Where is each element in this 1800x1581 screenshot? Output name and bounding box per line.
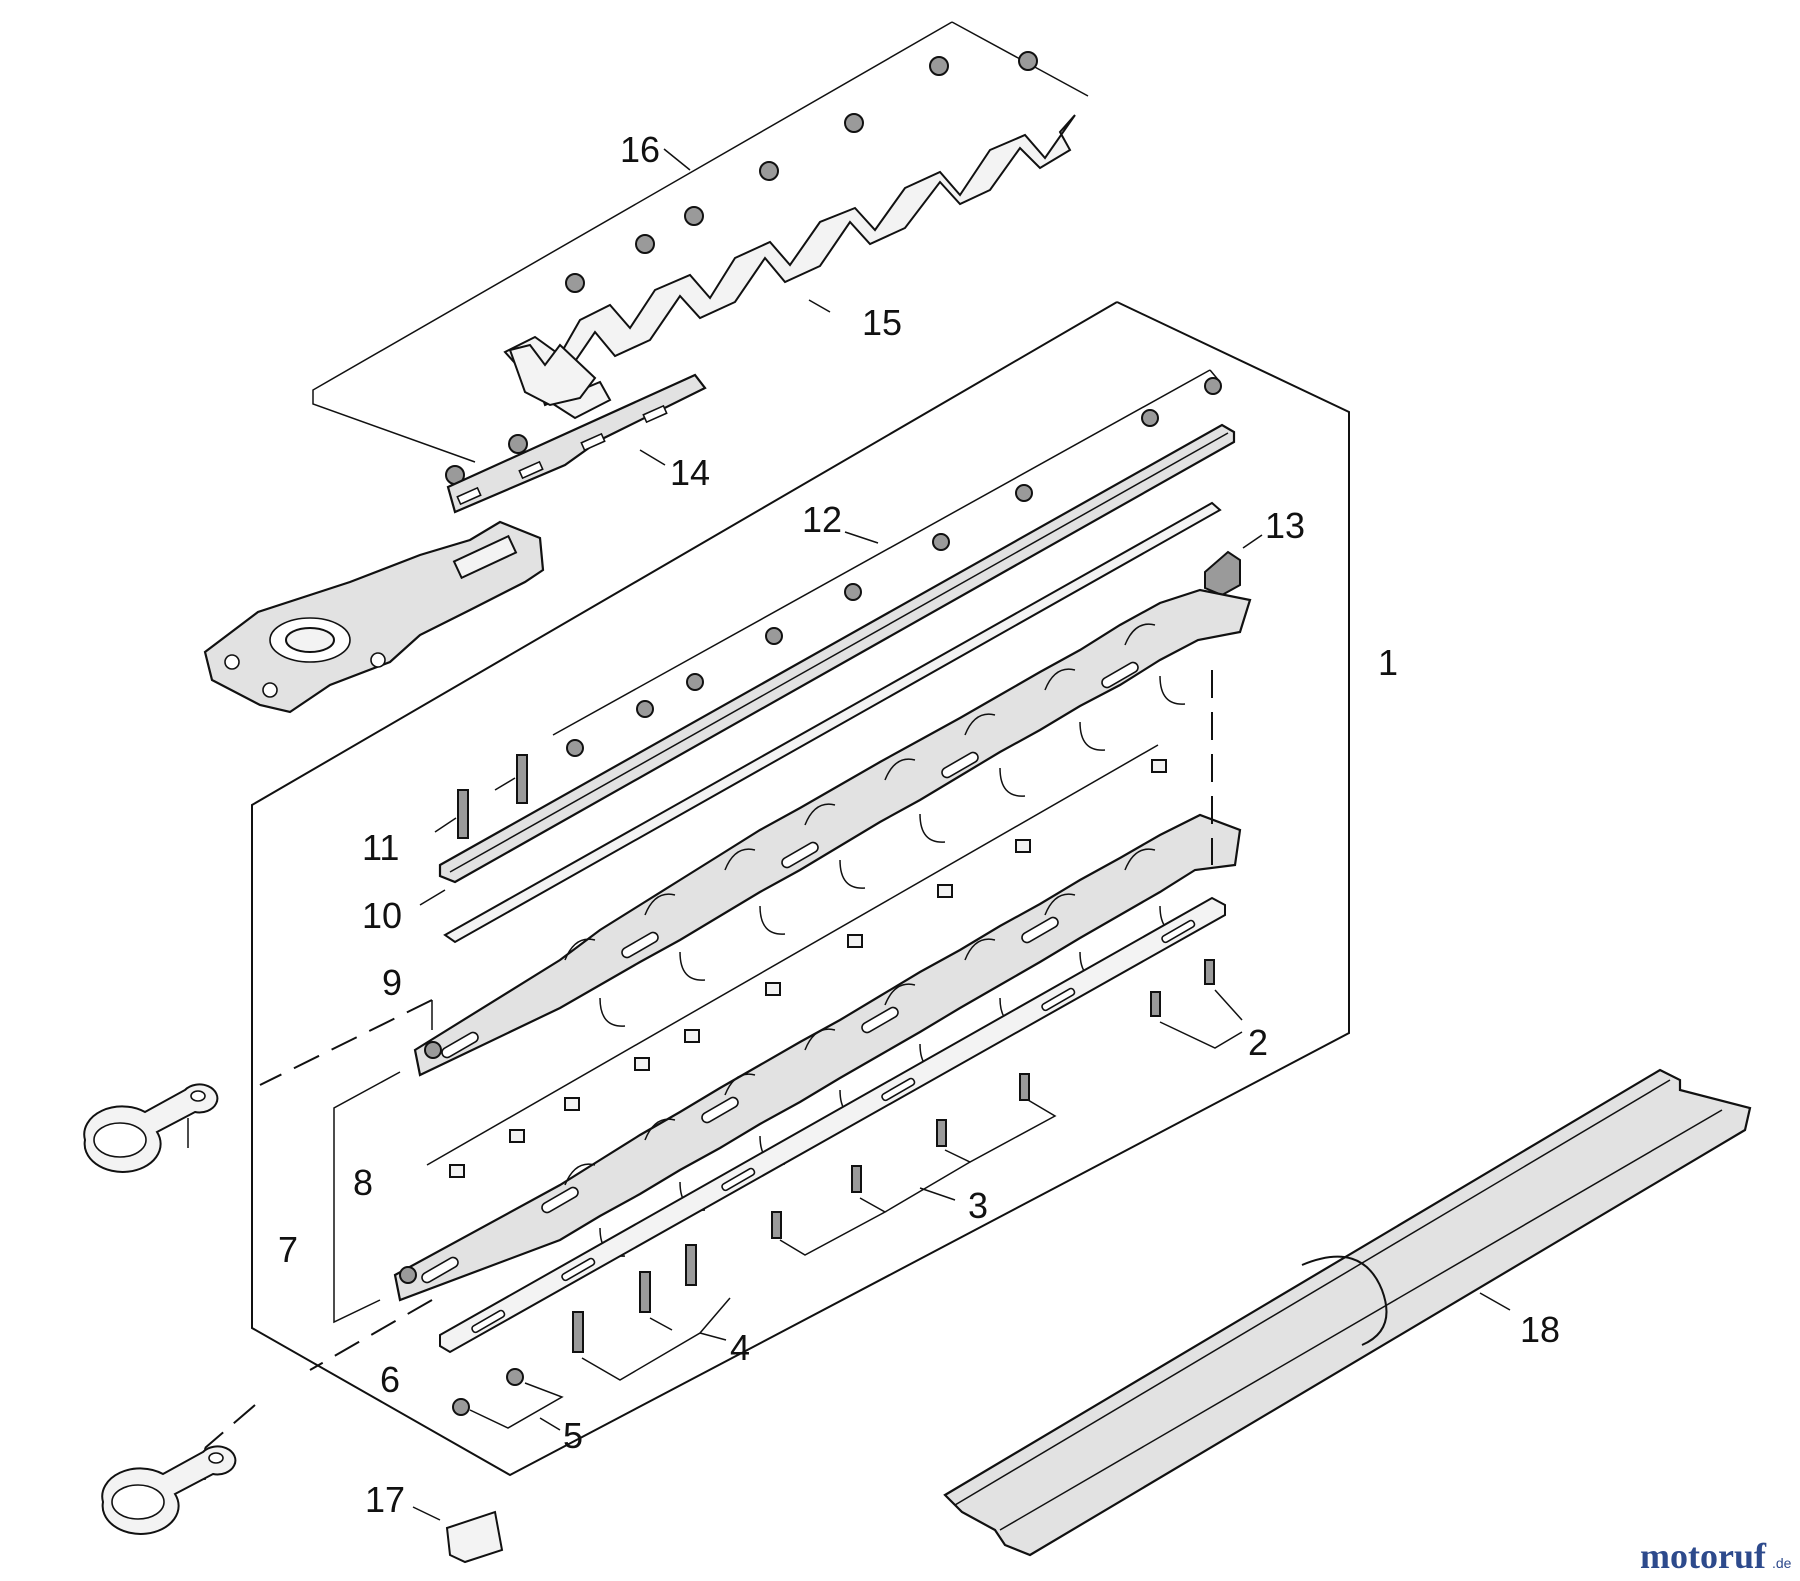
watermark-brand: motoruf xyxy=(1640,1536,1767,1576)
blade-cover-18 xyxy=(943,1068,1752,1557)
callout-15: 15 xyxy=(862,302,902,343)
callout-13: 13 xyxy=(1265,505,1305,546)
callout-1: 1 xyxy=(1378,642,1398,683)
guide-row-8 xyxy=(426,744,1167,1178)
callout-10: 10 xyxy=(362,895,402,936)
callout-14: 14 xyxy=(670,452,710,493)
blade-9 xyxy=(413,588,1252,1077)
blade-7 xyxy=(393,813,1242,1302)
nut-group-16 xyxy=(445,51,1038,485)
blade-7-slots xyxy=(421,916,1059,1284)
callout-labels: 1 2 3 4 5 6 7 8 9 10 11 12 13 14 15 16 1… xyxy=(278,129,1560,1520)
callout-16: 16 xyxy=(620,129,660,170)
upper-blade-group xyxy=(312,21,1089,514)
callout-11: 11 xyxy=(362,827,399,868)
callout-3: 3 xyxy=(968,1185,988,1226)
bar-6 xyxy=(439,896,1226,1354)
screws-4 xyxy=(572,1244,731,1381)
rail-12 xyxy=(438,369,1236,884)
clip-13 xyxy=(1204,534,1263,597)
watermark-logo: motoruf .de xyxy=(1640,1536,1792,1576)
callout-2: 2 xyxy=(1248,1022,1268,1063)
clip-17 xyxy=(412,1506,504,1564)
bar-14 xyxy=(446,373,707,514)
ring-washer-lower xyxy=(101,1445,237,1535)
nuts-5 xyxy=(452,1368,564,1431)
callout-8: 8 xyxy=(353,1162,373,1203)
ring-washer-upper xyxy=(83,1083,219,1173)
callout-7: 7 xyxy=(278,1229,298,1270)
screws-2 xyxy=(1150,959,1243,1049)
blade-9-slots xyxy=(441,661,1139,1059)
watermark-tld: .de xyxy=(1772,1555,1792,1571)
callout-6: 6 xyxy=(380,1359,400,1400)
plate-10 xyxy=(419,501,1222,944)
studs-11 xyxy=(434,754,528,839)
callout-5: 5 xyxy=(563,1415,583,1456)
callout-17: 17 xyxy=(365,1479,405,1520)
callout-9: 9 xyxy=(382,962,402,1003)
callout-4: 4 xyxy=(730,1327,750,1368)
gear-housing xyxy=(203,520,545,714)
callout-18: 18 xyxy=(1520,1309,1560,1350)
blade-9-teeth xyxy=(564,623,1186,1027)
screws-3 xyxy=(771,1073,1057,1256)
callout-12: 12 xyxy=(802,499,842,540)
blade-15 xyxy=(503,114,1076,420)
assembly-box xyxy=(251,301,1350,1477)
